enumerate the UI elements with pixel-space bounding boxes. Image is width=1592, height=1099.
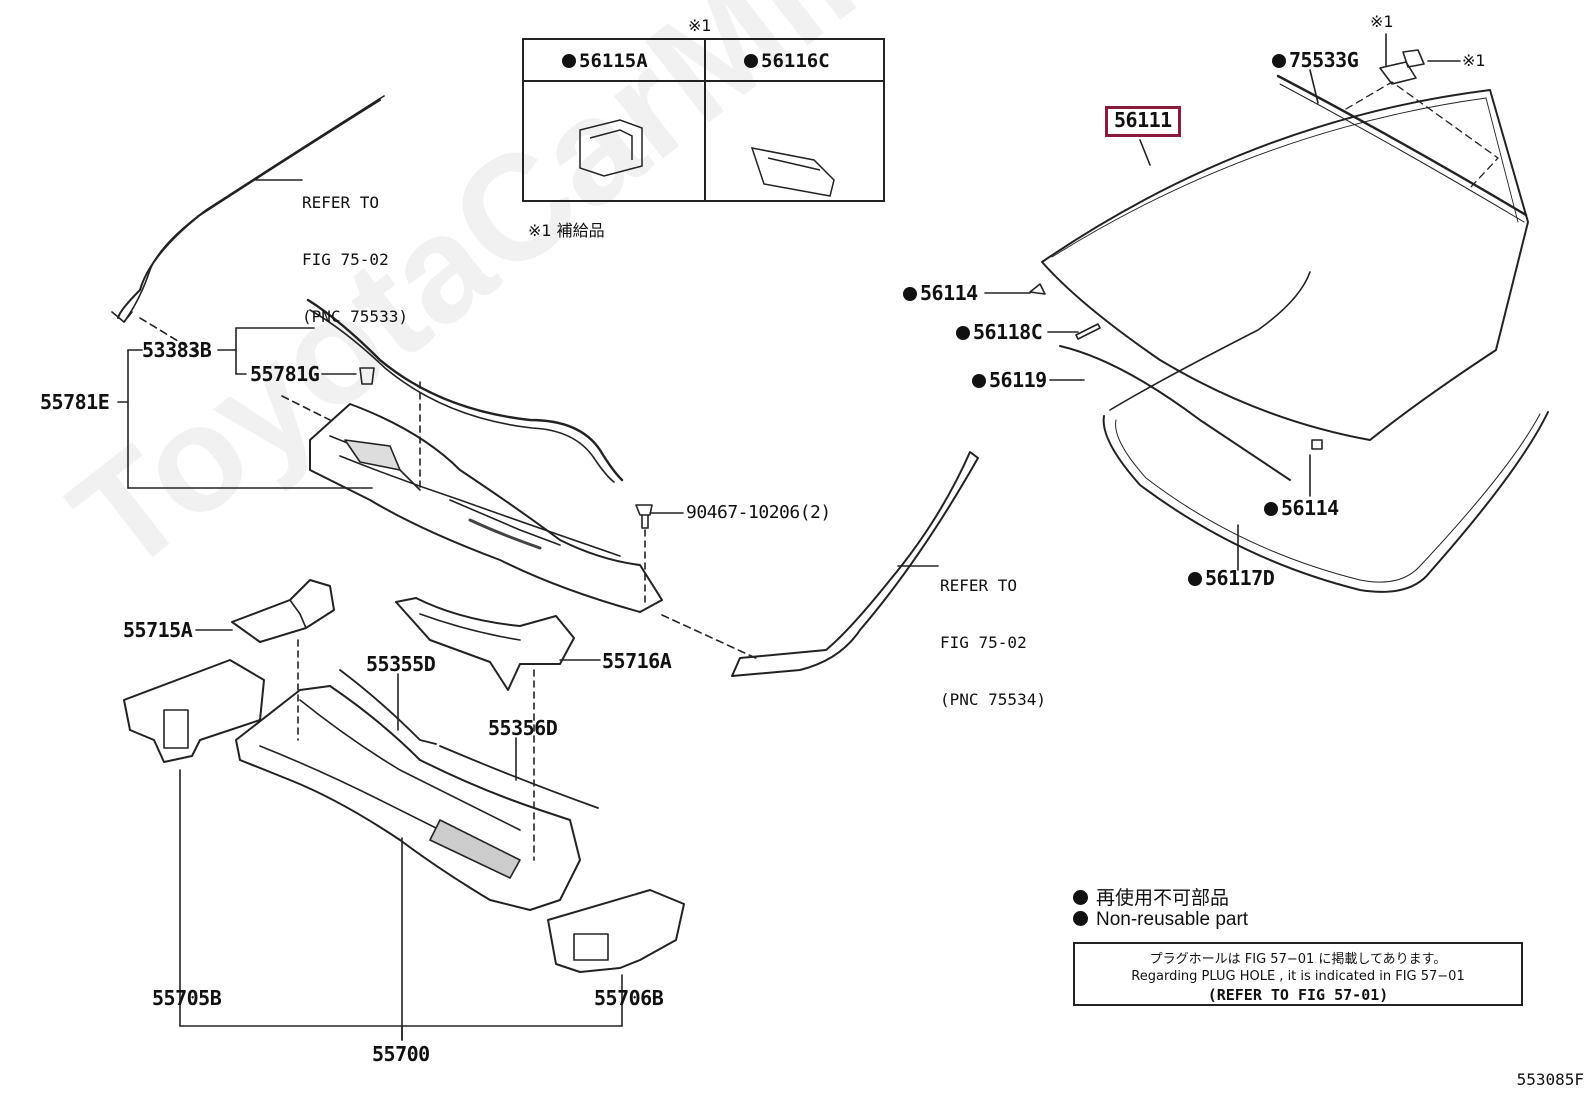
non-reusable-dot <box>1272 54 1286 68</box>
pillar-garnish-right <box>731 451 979 677</box>
leader-line <box>1139 139 1151 166</box>
part-label-55705b[interactable]: 55705B <box>152 986 222 1010</box>
dashed-guide <box>139 317 197 353</box>
part-label-75533g[interactable]: 75533G <box>1272 50 1359 70</box>
part-label-56114-top[interactable]: 56114 <box>903 283 978 303</box>
pillar-garnish-left <box>111 95 385 323</box>
part-label-56114-bottom[interactable]: 56114 <box>1264 498 1339 518</box>
selected-part-56111[interactable]: 56111 <box>1105 106 1181 137</box>
part-label-55355d[interactable]: 55355D <box>366 652 436 676</box>
bracket-55715a <box>231 579 335 643</box>
leader-line <box>1309 69 1319 104</box>
non-reusable-dot <box>1073 911 1088 926</box>
windshield-glass <box>1041 89 1529 441</box>
side-panel-55705b <box>123 659 265 763</box>
part-label-56118c[interactable]: 56118C <box>956 322 1043 342</box>
note-line-1: プラグホールは FIG 57−01 に掲載してあります。 <box>1149 952 1447 967</box>
supply-note: ※1 補給品 <box>528 221 605 240</box>
cowl-top-panel <box>309 403 663 613</box>
side-panel-55706b <box>547 889 685 973</box>
non-reusable-dot <box>1264 502 1278 516</box>
refer-line: REFER TO <box>940 576 1018 595</box>
mark-2: ※1 <box>1462 51 1486 70</box>
part-label-55356d[interactable]: 55356D <box>488 716 558 740</box>
non-reusable-dot <box>972 374 986 388</box>
dashed-guide <box>281 395 331 421</box>
non-reusable-dot <box>1073 890 1088 905</box>
part-label-56117d[interactable]: 56117D <box>1188 568 1275 588</box>
part-label-56119[interactable]: 56119 <box>972 370 1047 390</box>
refer-line: REFER TO <box>302 193 380 212</box>
part-label-55781e[interactable]: 55781E <box>40 390 110 414</box>
seal-strip <box>1059 345 1291 481</box>
part-label-55715a[interactable]: 55715A <box>123 618 193 642</box>
part-label-55700[interactable]: 55700 <box>372 1042 430 1066</box>
mark-1: ※1 <box>1370 12 1394 31</box>
inset-table: 56115A 56116C <box>522 38 885 202</box>
group-bracket <box>117 327 373 489</box>
legend-jp: 再使用不可部品 <box>1073 883 1229 910</box>
refer-line: FIG 75-02 <box>940 633 1027 652</box>
part-label-56111: 56111 <box>1114 108 1172 132</box>
dash-panel-55700 <box>235 685 581 911</box>
inset-part-1: 56115A <box>562 50 648 72</box>
clip-part <box>1379 61 1417 85</box>
seal-55356d <box>439 745 599 809</box>
inset-clip-drawings <box>579 119 835 197</box>
dam-seal-loop <box>1102 271 1549 593</box>
dashed-guide <box>661 614 761 661</box>
note-line-2: Regarding PLUG HOLE , it is indicated in… <box>1131 969 1465 984</box>
refer-line: (PNC 75534) <box>940 690 1046 709</box>
top-molding-strip <box>1276 74 1528 223</box>
clip-dashed-guide <box>1345 81 1499 189</box>
refer-note-75534[interactable]: REFER TO FIG 75-02 (PNC 75534) <box>940 538 1046 728</box>
seal-55355d <box>339 669 437 745</box>
group-bracket-bottom <box>179 769 623 1041</box>
plug-hole-note: プラグホールは FIG 57−01 に掲載してあります。 Regarding P… <box>1073 942 1523 1006</box>
part-label-53383b[interactable]: 53383B <box>142 338 212 362</box>
part-label-55781g[interactable]: 55781G <box>250 362 320 386</box>
clip-90467 <box>635 504 653 529</box>
cowl-seal <box>306 298 624 483</box>
note-line-3[interactable]: (REFER TO FIG 57-01) <box>1207 986 1389 1004</box>
non-reusable-dot <box>744 54 758 68</box>
inset-mark: ※1 <box>688 16 712 35</box>
non-reusable-dot <box>1188 572 1202 586</box>
part-label-55716a[interactable]: 55716A <box>602 649 672 673</box>
non-reusable-dot <box>562 54 576 68</box>
refer-line: FIG 75-02 <box>302 250 389 269</box>
legend-en: Non-reusable part <box>1073 909 1248 931</box>
inset-divider <box>704 40 706 200</box>
refer-note-75533[interactable]: REFER TO FIG 75-02 (PNC 75533) <box>302 155 408 345</box>
non-reusable-dot <box>903 287 917 301</box>
clip-part-small <box>1402 49 1425 68</box>
non-reusable-dot <box>956 326 970 340</box>
clip-55781g <box>359 367 375 385</box>
inset-part-2: 56116C <box>744 50 830 72</box>
brace-55716a <box>395 597 575 691</box>
figure-id: 553085F <box>1516 1070 1584 1089</box>
refer-line: (PNC 75533) <box>302 307 408 326</box>
part-label-90467[interactable]: 90467-10206(2) <box>686 502 831 523</box>
spacer-part <box>1029 283 1046 295</box>
inset-header <box>524 40 883 82</box>
part-label-55706b[interactable]: 55706B <box>594 986 664 1010</box>
spacer-part-2 <box>1075 323 1101 340</box>
spacer-part-3 <box>1311 439 1323 450</box>
